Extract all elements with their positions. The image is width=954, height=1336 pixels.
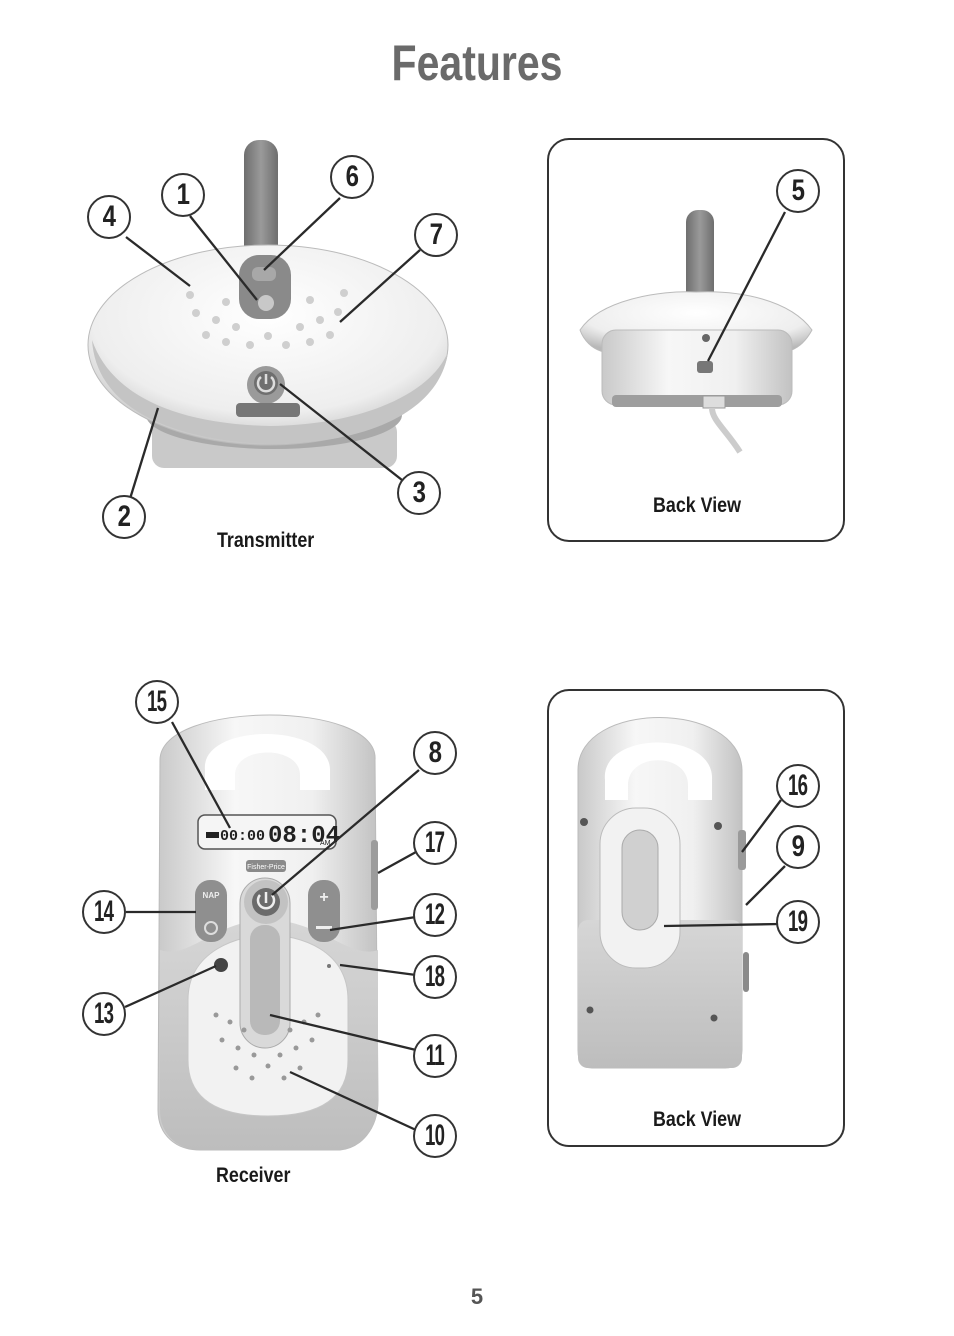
callout-13: 13 [82,992,126,1036]
callout-14: 14 [82,890,126,934]
receiver-nap-label: NAP [203,891,221,900]
callout-4: 4 [87,195,131,239]
callout-10: 10 [413,1114,457,1158]
callout-8: 8 [413,731,457,775]
transmitter-back-image [579,210,813,454]
callout-6: 6 [330,155,374,199]
receiver-back-image [577,717,749,1069]
callout-5: 5 [776,169,820,213]
caption-transmitter-back-view: Back View [653,494,741,517]
caption-receiver: Receiver [216,1164,291,1187]
caption-transmitter: Transmitter [217,529,315,552]
callout-16: 16 [776,764,820,808]
transmitter-image [87,140,449,468]
receiver-display-ampm: AM [320,840,331,847]
callout-11: 11 [413,1034,457,1078]
page-number: 5 [470,1284,484,1309]
callout-12: 12 [413,893,457,937]
receiver-image: 00:00 08:04 AM Fisher-Price NAP + [157,714,379,1151]
receiver-display-timer: 00:00 [220,828,265,845]
callout-7: 7 [414,213,458,257]
callout-18: 18 [413,955,457,999]
caption-receiver-back-view: Back View [653,1108,741,1131]
svg-text:+: + [319,889,328,906]
callout-9: 9 [776,825,820,869]
callout-17: 17 [413,821,457,865]
receiver-display-clock: 08:04 [268,823,340,850]
callout-15: 15 [135,680,179,724]
page-title: Features [391,35,563,91]
leader-lines [124,197,787,1132]
callout-1: 1 [161,173,205,217]
callout-19: 19 [776,900,820,944]
callout-2: 2 [102,495,146,539]
callout-3: 3 [397,471,441,515]
receiver-brand-logo: Fisher-Price [247,864,285,871]
